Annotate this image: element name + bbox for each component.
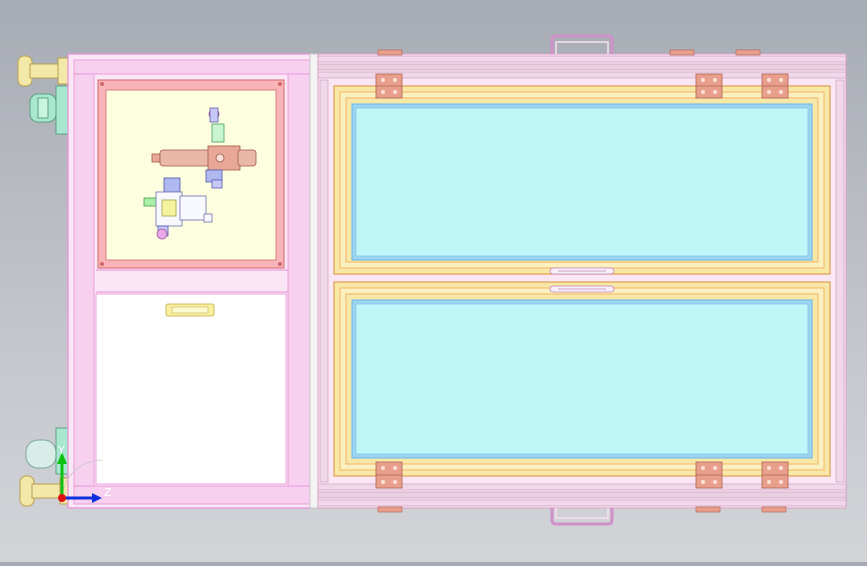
coordinate-triad: Y Z bbox=[57, 444, 112, 503]
top-handle bbox=[550, 34, 614, 54]
sash-handle-upper bbox=[549, 267, 615, 275]
bottom-left-foot bbox=[19, 475, 71, 507]
y-axis-label: Y bbox=[57, 444, 65, 457]
lower-glass bbox=[351, 299, 813, 459]
hinge-bottom-3 bbox=[761, 461, 789, 489]
hinge-top-1 bbox=[375, 73, 403, 99]
control-panel-plate bbox=[97, 79, 285, 269]
nameplate-icon bbox=[165, 303, 215, 317]
top-left-caster bbox=[29, 85, 69, 135]
bottom-handle bbox=[550, 508, 614, 526]
valve-assembly-icon bbox=[143, 107, 257, 240]
hinge-bottom-1 bbox=[375, 461, 403, 489]
frame-tabs bbox=[377, 49, 787, 513]
origin-icon bbox=[58, 494, 66, 502]
hinge-top-2 bbox=[695, 73, 723, 99]
z-axis-label: Z bbox=[104, 486, 112, 499]
sash-handle-lower bbox=[549, 285, 615, 293]
hinge-bottom-2 bbox=[695, 461, 723, 489]
hinge-top-3 bbox=[761, 73, 789, 99]
top-left-foot bbox=[17, 55, 69, 87]
lower-panel bbox=[95, 293, 287, 485]
upper-glass bbox=[351, 103, 813, 261]
